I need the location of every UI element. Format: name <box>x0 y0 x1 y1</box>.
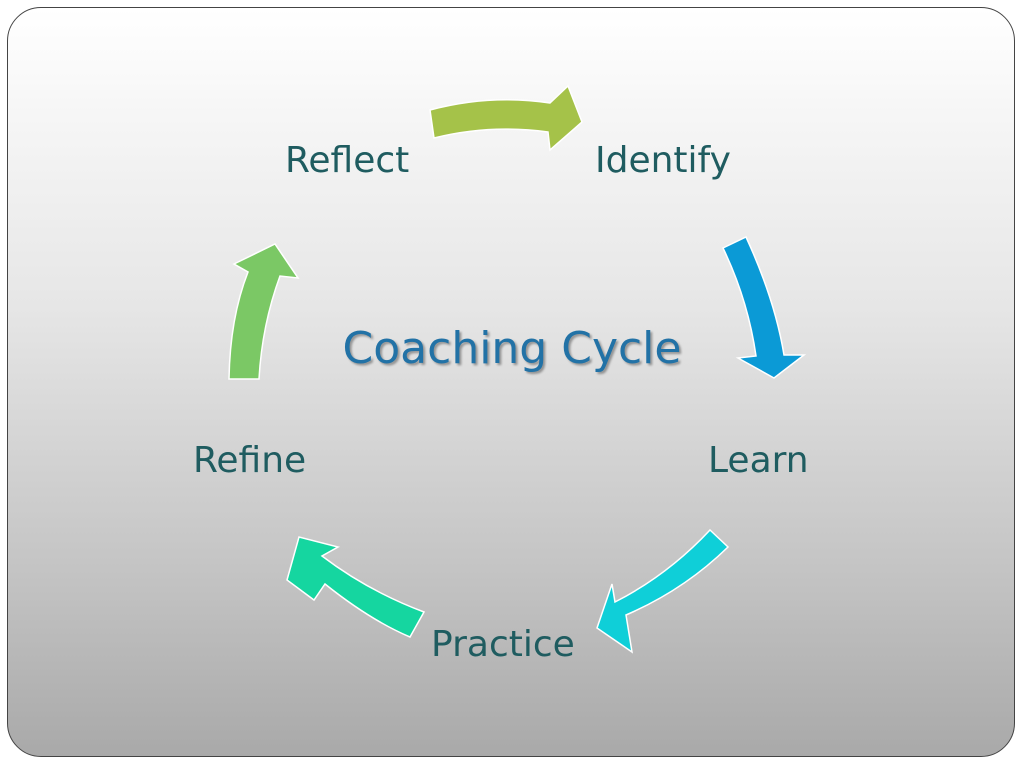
slide-frame <box>7 7 1015 757</box>
arrow-reflect-to-identify <box>429 84 583 152</box>
stage-identify: Identify <box>595 140 731 181</box>
arrow-identify-to-learn <box>721 235 807 379</box>
stage-reflect: Reflect <box>285 140 410 181</box>
stage-learn: Learn <box>708 440 809 481</box>
stage-practice: Practice <box>431 624 575 665</box>
arrow-practice-to-refine <box>286 536 426 638</box>
arrow-refine-to-reflect <box>228 243 300 380</box>
stage-refine: Refine <box>193 440 307 481</box>
arrow-learn-to-practice <box>596 528 730 654</box>
diagram-title: Coaching Cycle <box>342 323 682 374</box>
